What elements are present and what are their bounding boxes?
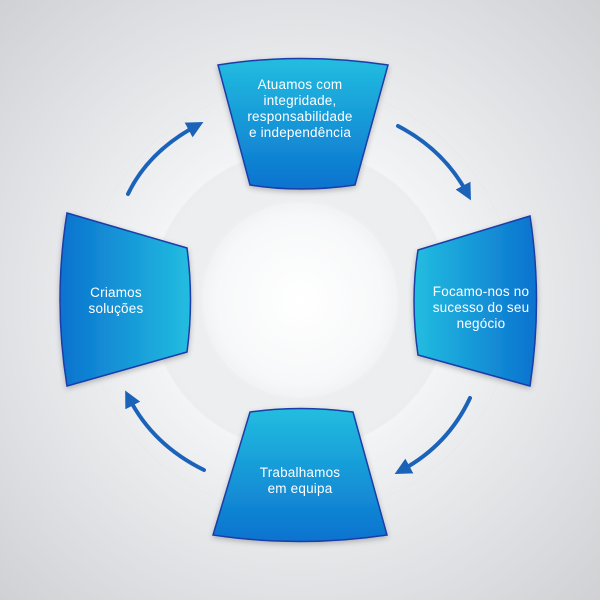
panel-left xyxy=(59,212,192,387)
step-label-bottom: Trabalhamos em equipa xyxy=(259,465,341,496)
panel-bottom xyxy=(212,407,388,543)
arrow-left-to-top xyxy=(126,121,204,196)
arrow-bottom-to-left xyxy=(125,390,206,472)
panel-top xyxy=(217,57,389,190)
center-circle xyxy=(202,202,398,398)
step-label-top: Atuamos com integridade, responsabilidad… xyxy=(247,77,353,140)
step-label-right: Focamo-nos no sucesso do seu negócio xyxy=(432,284,530,331)
step-label-left: Criamos soluções xyxy=(88,285,144,316)
panel-right xyxy=(413,215,538,387)
arrow-right-to-bottom xyxy=(394,396,472,475)
arrow-top-to-right xyxy=(396,124,471,201)
